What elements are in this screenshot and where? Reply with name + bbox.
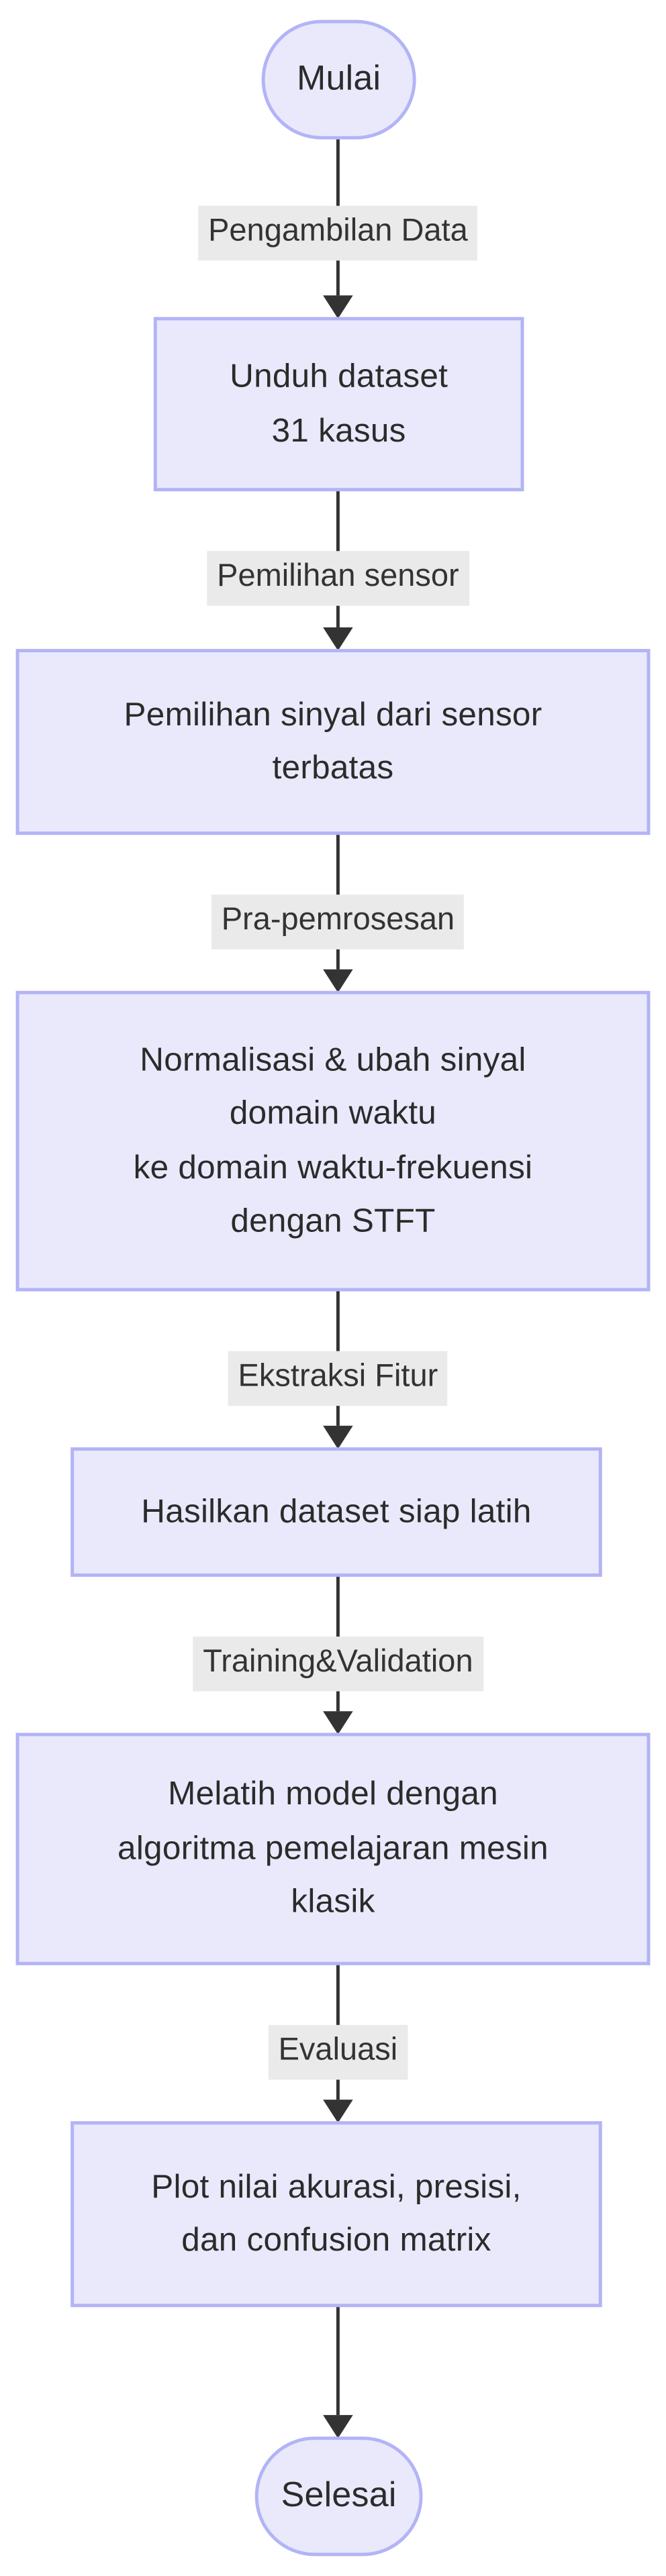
- flowchart-canvas: Mulai Pengambilan Data Unduh dataset 31 …: [7, 0, 659, 2576]
- edge-label-evaluasi: Evaluasi: [268, 2024, 408, 2079]
- node-pemilihan-sinyal[interactable]: Pemilihan sinyal dari sensor terbatas: [15, 649, 651, 835]
- node-hasilkan-dataset[interactable]: Hasilkan dataset siap latih: [70, 1447, 602, 1577]
- edge-label-pengambilan-data: Pengambilan Data: [198, 205, 478, 260]
- node-normalisasi-stft[interactable]: Normalisasi & ubah sinyal domain waktu k…: [15, 990, 651, 1292]
- node-melatih-model[interactable]: Melatih model dengan algoritma pemelajar…: [15, 1733, 651, 1965]
- node-selesai[interactable]: Selesai: [254, 2436, 423, 2557]
- edge-line-plot-selesai: [336, 2307, 340, 2416]
- edge-label-ekstraksi-fitur: Ekstraksi Fitur: [228, 1351, 448, 1406]
- node-plot-metrik[interactable]: Plot nilai akurasi, presisi, dan confusi…: [70, 2121, 602, 2308]
- edge-arrow-hasilkan-melatih: [323, 1711, 353, 1735]
- edge-label-pra-pemrosesan: Pra-pemrosesan: [211, 894, 465, 949]
- edge-arrow-unduh-pemilihan: [323, 627, 353, 651]
- edge-label-pemilihan-sensor: Pemilihan sensor: [207, 551, 469, 605]
- edge-arrow-normalisasi-hasilkan: [323, 1425, 353, 1449]
- edge-arrow-mulai-unduh: [323, 295, 353, 319]
- edge-arrow-melatih-plot: [323, 2100, 353, 2123]
- node-mulai[interactable]: Mulai: [261, 19, 416, 140]
- edge-label-training-validation: Training&Validation: [193, 1636, 483, 1691]
- node-unduh-dataset[interactable]: Unduh dataset 31 kasus: [153, 317, 524, 492]
- edge-arrow-pemilihan-normalisasi: [323, 969, 353, 993]
- edge-arrow-plot-selesai: [323, 2415, 353, 2438]
